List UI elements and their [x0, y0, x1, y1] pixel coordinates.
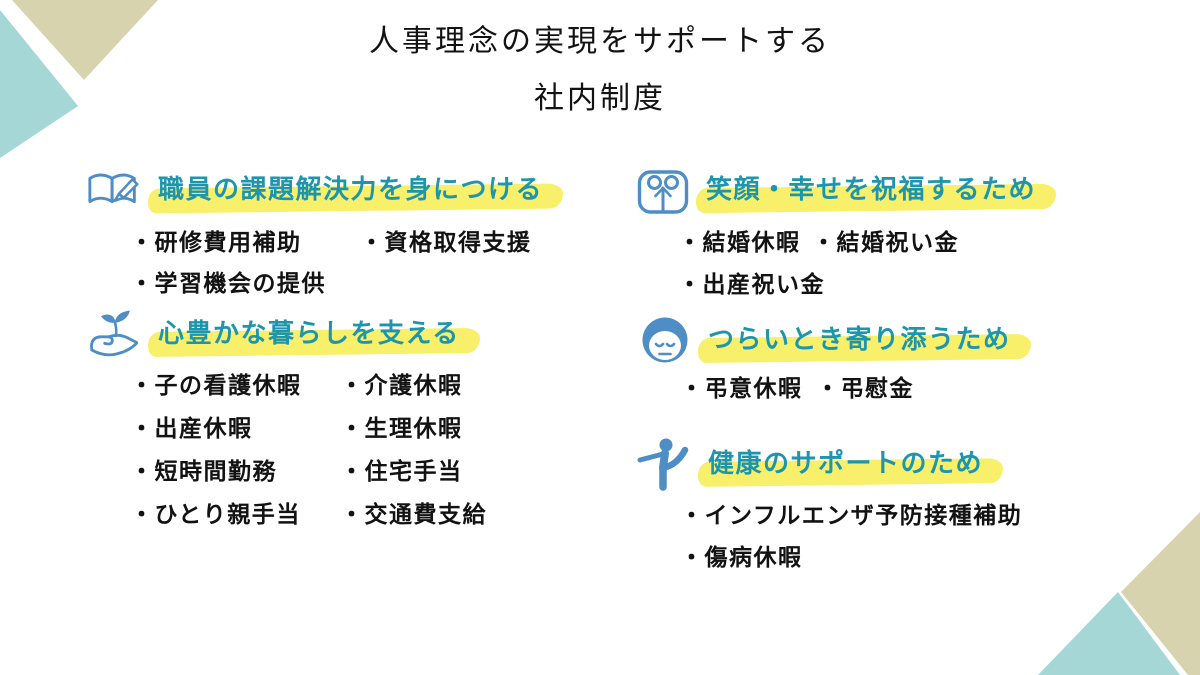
benefit-row: ・ひとり親手当 ・交通費支給 — [130, 493, 566, 536]
benefit-item: ・傷病休暇 — [680, 544, 803, 571]
section-health: 健康のサポートのため ・インフルエンザ予防接種補助 ・傷病休暇 — [636, 438, 1136, 579]
benefit-list: ・結婚休暇 ・結婚祝い金 ・出産祝い金 — [678, 222, 1134, 306]
benefit-item: ・介護休暇 — [340, 372, 463, 399]
benefit-item: ・研修費用補助 — [130, 229, 302, 256]
benefit-row: ・研修費用補助 ・資格取得支援 — [130, 222, 566, 263]
benefit-row: ・出産休暇 ・生理休暇 — [130, 407, 566, 450]
benefit-item: ・交通費支給 — [340, 501, 487, 528]
benefit-item: ・結婚祝い金 — [812, 229, 959, 256]
benefit-row: ・学習機会の提供 — [130, 263, 566, 304]
yoga-icon — [636, 438, 694, 491]
benefit-item: ・出産休暇 — [130, 415, 253, 442]
section-celebration-header: 笑顔・幸せを祝福するため — [634, 164, 1134, 216]
section-celebration: 笑顔・幸せを祝福するため ・結婚休暇 ・結婚祝い金 ・出産祝い金 — [634, 164, 1134, 306]
section-heading: 心豊かな暮らしを支える — [147, 317, 480, 358]
benefit-item: ・子の看護休暇 — [130, 372, 302, 399]
section-health-header: 健康のサポートのため — [636, 438, 1136, 491]
section-hard-times: つらいとき寄り添うため ・弔意休暇 ・弔慰金 — [636, 314, 1136, 410]
page-title: 人事理念の実現をサポートする 社内制度 — [0, 22, 1200, 119]
benefit-row: ・インフルエンザ予防接種補助 — [680, 495, 1136, 537]
hand-sprout-icon — [86, 306, 144, 362]
benefit-item: ・ひとり親手当 — [130, 501, 301, 528]
benefit-list: ・弔意休暇 ・弔慰金 — [680, 368, 1136, 410]
benefit-item: ・学習機会の提供 — [130, 270, 326, 297]
benefit-item: ・短時間勤務 — [130, 458, 277, 485]
section-heading: 笑顔・幸せを祝福するため — [695, 173, 1057, 214]
section-life-support-header: 心豊かな暮らしを支える — [86, 306, 566, 362]
benefit-row: ・出産祝い金 — [678, 264, 1134, 306]
benefit-item: ・資格取得支援 — [360, 229, 532, 256]
person-down-icon — [636, 314, 694, 366]
section-skill-building: 職員の課題解決力を身につける ・研修費用補助 ・資格取得支援 ・学習機会の提供 — [86, 164, 566, 304]
page-title-line1: 人事理念の実現をサポートする — [369, 24, 831, 59]
benefit-row: ・子の看護休暇 ・介護休暇 — [130, 364, 566, 407]
benefit-list: ・子の看護休暇 ・介護休暇 ・出産休暇 ・生理休暇 ・短時間勤務 ・住宅手当 ・… — [130, 364, 566, 536]
benefit-row: ・弔意休暇 ・弔慰金 — [680, 368, 1136, 410]
benefit-item: ・生理休暇 — [340, 415, 463, 442]
benefit-row: ・短時間勤務 ・住宅手当 — [130, 450, 566, 493]
section-skill-building-header: 職員の課題解決力を身につける — [86, 164, 566, 216]
section-heading: 健康のサポートのため — [697, 447, 1004, 487]
benefit-row: ・結婚休暇 ・結婚祝い金 — [678, 222, 1134, 264]
section-heading: つらいとき寄り添うため — [697, 323, 1031, 364]
corner-triangle-bottom-right-teal — [1038, 592, 1180, 675]
benefit-item: ・インフルエンザ予防接種補助 — [680, 502, 1023, 529]
gift-icon — [634, 164, 692, 216]
benefit-list: ・研修費用補助 ・資格取得支援 ・学習機会の提供 — [130, 222, 566, 304]
section-life-support: 心豊かな暮らしを支える ・子の看護休暇 ・介護休暇 ・出産休暇 ・生理休暇 ・短… — [86, 306, 566, 536]
benefit-item: ・弔意休暇 — [680, 375, 803, 402]
page-title-line2: 社内制度 — [534, 81, 666, 116]
benefit-item: ・弔慰金 — [816, 375, 914, 402]
benefit-item: ・住宅手当 — [340, 458, 463, 485]
section-heading: 職員の課題解決力を身につける — [147, 173, 564, 214]
benefit-item: ・結婚休暇 — [678, 229, 801, 256]
book-pencil-icon — [86, 164, 144, 216]
benefit-row: ・傷病休暇 — [680, 537, 1136, 579]
benefit-list: ・インフルエンザ予防接種補助 ・傷病休暇 — [680, 495, 1136, 579]
section-hard-times-header: つらいとき寄り添うため — [636, 314, 1136, 366]
benefit-item: ・出産祝い金 — [678, 271, 825, 298]
